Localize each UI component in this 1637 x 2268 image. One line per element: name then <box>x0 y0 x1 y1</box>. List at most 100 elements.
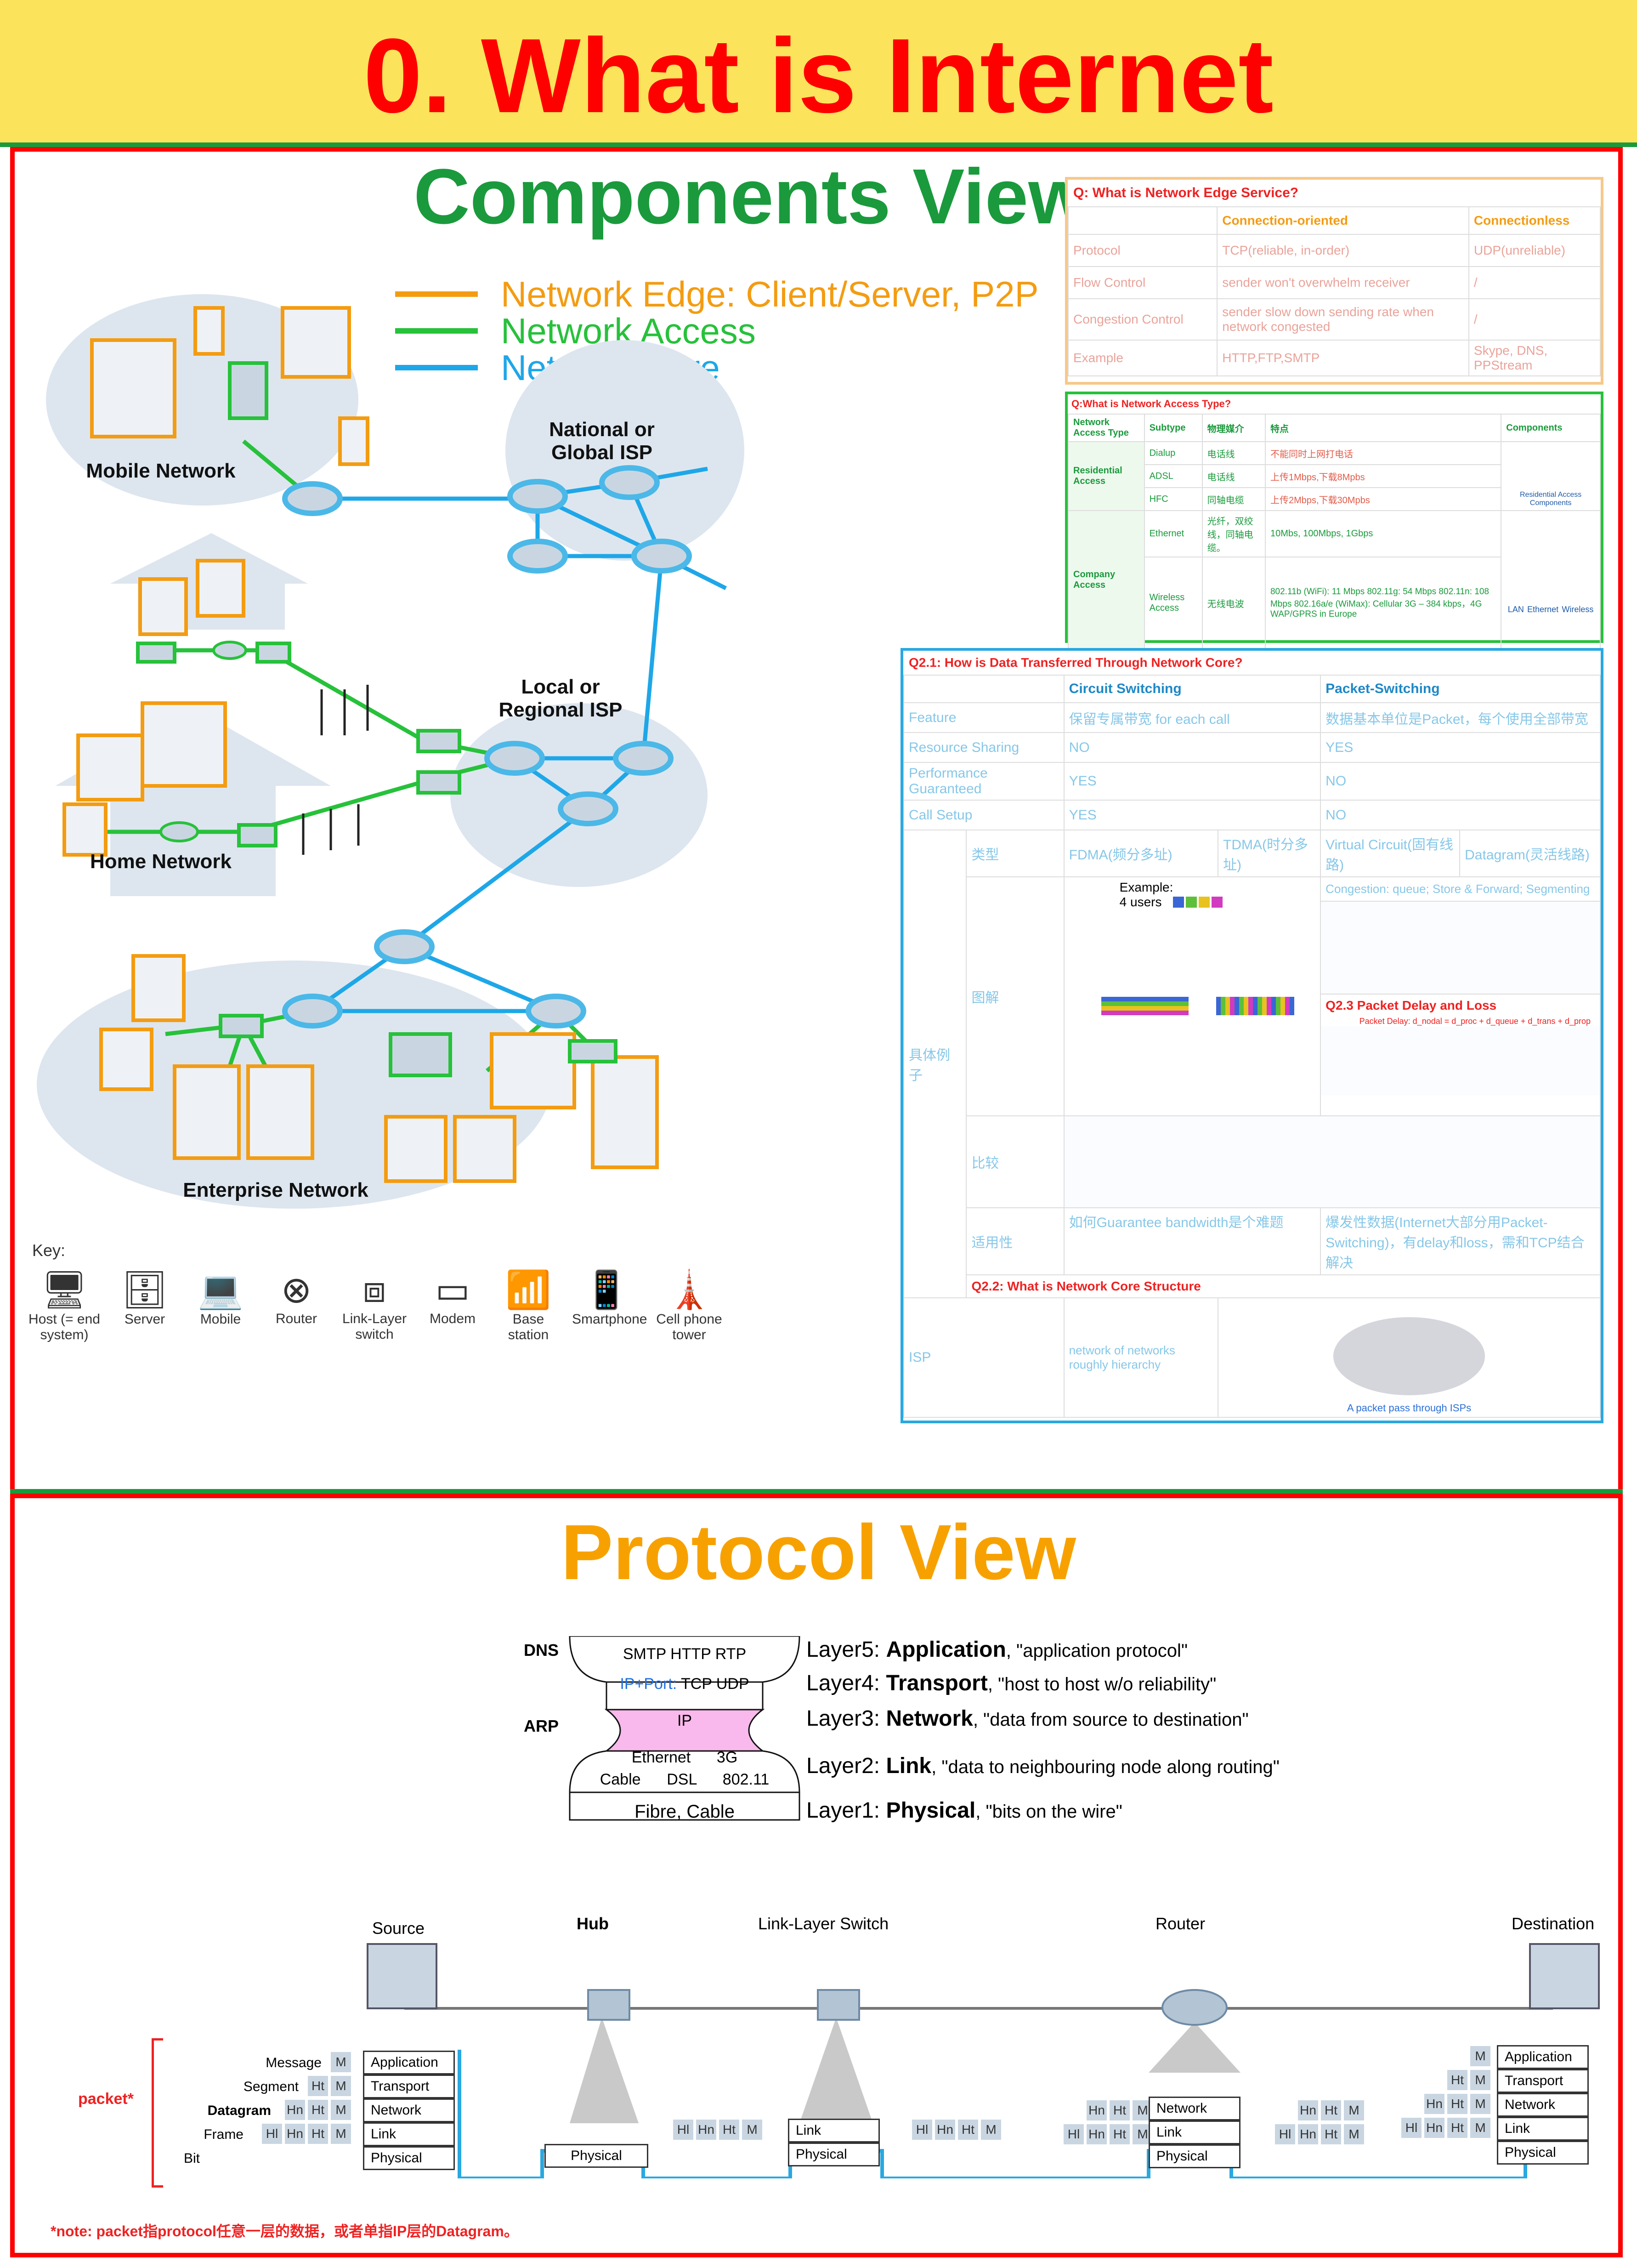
application-protocols: SMTP HTTP RTP <box>623 1645 747 1663</box>
access-header: Subtype <box>1144 414 1203 442</box>
key-item-host: 🖥Host (= end system) <box>28 1268 101 1343</box>
layer-name: Network <box>886 1706 973 1731</box>
header-hn: Hn <box>935 2120 955 2140</box>
isp-graph <box>1333 1317 1485 1395</box>
layer5-line: Layer5: Application, "application protoc… <box>806 1637 1188 1662</box>
edge-header-empty <box>1067 206 1218 235</box>
key-item-mobile: 💻Mobile <box>188 1268 253 1343</box>
edge-service-table: Q: What is Network Edge Service? Connect… <box>1065 177 1603 385</box>
access-cell: 同轴电缆 <box>1201 487 1266 511</box>
legend-line-access <box>395 328 478 334</box>
stack-link: Link <box>1497 2117 1589 2141</box>
isp-cloud <box>1223 1310 1595 1402</box>
stack-network: Network <box>1497 2093 1589 2117</box>
header-ht: Ht <box>1447 2118 1467 2138</box>
access-header: 物理媒介 <box>1201 414 1266 442</box>
access-cell: Ethernet <box>1144 510 1203 557</box>
example-text: Example: <box>1119 880 1173 894</box>
type-label: 类型 <box>966 830 1065 877</box>
router-stack: Network Link Physical <box>1149 2097 1240 2168</box>
edge-cell: Example <box>1067 340 1218 376</box>
layer-desc: , "data to neighbouring node along routi… <box>931 1757 1280 1777</box>
key-item-smartphone: 📱Smartphone <box>572 1268 647 1343</box>
isp-desc: network of networks roughly hierarchy <box>1063 1297 1219 1418</box>
local-isp-label: Local or Regional ISP <box>498 676 623 721</box>
delay-diagram <box>1321 1026 1600 1095</box>
layer-num: Layer1: <box>806 1798 886 1823</box>
key-item-router: ⊗Router <box>264 1268 329 1343</box>
key-label: Server <box>124 1312 165 1327</box>
protocol-frame <box>10 1494 1623 2257</box>
layer-desc: , "host to host w/o reliability" <box>987 1674 1217 1694</box>
layer-desc: , "data from source to destination" <box>973 1710 1249 1730</box>
header-m: M <box>1470 2094 1490 2114</box>
core-header-circuit: Circuit Switching <box>1063 675 1321 703</box>
footnote: *note: packet指protocol任意一层的数据，或者单指IP层的Da… <box>51 2223 519 2240</box>
stack-network: Network <box>1149 2097 1240 2120</box>
access-cell: 10Mbs, 100Mbps, 1Gbps <box>1264 510 1502 557</box>
header-hl: Hl <box>1275 2124 1295 2144</box>
edge-cell: TCP(reliable, in-order) <box>1217 234 1469 267</box>
user-colors <box>1173 897 1223 908</box>
component-label: Ethernet <box>1527 605 1559 614</box>
page-title: 0. What is Internet <box>363 17 1274 135</box>
access-table-grid: Network Access Type Subtype 物理媒介 特点 Comp… <box>1068 414 1601 649</box>
header-hn: Hn <box>1298 2100 1318 2120</box>
layer-num: Layer2: <box>806 1754 886 1778</box>
fit-packet: 爆发性数据(Internet大部分用Packet-Switching)，有del… <box>1320 1207 1601 1275</box>
edge-cell: sender slow down sending rate when netwo… <box>1217 298 1469 341</box>
edge-cell: Congestion Control <box>1067 298 1218 341</box>
packet-diagrams: Congestion: queue; Store & Forward; Segm… <box>1320 876 1601 1116</box>
edge-cell: Protocol <box>1067 234 1218 267</box>
header-hn: Hn <box>1424 2118 1444 2138</box>
core-cell: YES <box>1063 762 1321 801</box>
arp-label: ARP <box>524 1717 559 1735</box>
components-heading: Components View <box>413 153 1089 240</box>
hub-physical: Physical <box>544 2144 648 2168</box>
national-cloud <box>505 340 744 561</box>
layer-name: Application <box>886 1637 1006 1662</box>
structure-title: Q2.2: What is Network Core Structure <box>966 1274 1601 1298</box>
key-list: 🖥Host (= end system) 🗄 Server 💻Mobile ⊗Ro… <box>28 1268 726 1343</box>
compare-diagram <box>1063 1115 1601 1208</box>
core-table-title: Q2.1: How is Data Transferred Through Ne… <box>909 655 1243 670</box>
core-table-grid: Circuit Switching Packet-Switching Featu… <box>903 675 1601 1418</box>
transport-protocols: IP+Port: TCP UDP <box>565 1675 804 1693</box>
header-m: M <box>331 2076 351 2096</box>
physical-media: Fibre, Cable <box>634 1802 735 1822</box>
fit-label: 适用性 <box>966 1207 1065 1275</box>
section-divider <box>10 1489 1623 1495</box>
key-item-base: 📶Base station <box>496 1268 561 1343</box>
header-hn: Hn <box>285 2100 305 2120</box>
stack-physical: Physical <box>788 2143 880 2166</box>
legend-line-core <box>395 365 478 370</box>
diagram-label: 图解 <box>966 876 1065 1116</box>
edge-cell: sender won't overwhelm receiver <box>1217 266 1469 299</box>
fdma-tdma-bars <box>1101 997 1316 1015</box>
core-cell: YES <box>1063 800 1321 830</box>
stack-link: Link <box>363 2122 455 2146</box>
type-fdma: FDMA(频分多址) <box>1063 830 1219 877</box>
stack-application: Application <box>1497 2045 1589 2069</box>
key-label: Link-Layer switch <box>342 1311 407 1342</box>
node-router: Router <box>1156 1914 1206 1933</box>
core-header-empty <box>903 675 1065 703</box>
isp-diagram: A packet pass through ISPs <box>1218 1297 1601 1418</box>
access-cell: 电话线 <box>1201 464 1266 488</box>
core-transfer-table: Q2.1: How is Data Transferred Through Ne… <box>901 648 1603 1423</box>
delay-title: Q2.3 Packet Delay and Loss <box>1325 998 1497 1012</box>
isp-caption: A packet pass through ISPs <box>1347 1402 1472 1414</box>
store-forward-diagram <box>1321 902 1600 995</box>
layer3-line: Layer3: Network, "data from source to de… <box>806 1706 1249 1731</box>
smartphone-icon: 📱 <box>583 1269 629 1310</box>
server-icon: 🗄 <box>121 1269 168 1310</box>
delay-formula: Packet Delay: d_nodal = d_proc + d_queue… <box>1359 1017 1591 1026</box>
edge-cell: / <box>1468 298 1601 341</box>
fdma-bands <box>1101 997 1189 1015</box>
access-cell: 不能同时上网打电话 <box>1264 441 1502 465</box>
residential-components-diagram <box>1506 445 1595 491</box>
header-ht: Ht <box>1110 2124 1130 2144</box>
stack-physical: Physical <box>363 2146 455 2170</box>
